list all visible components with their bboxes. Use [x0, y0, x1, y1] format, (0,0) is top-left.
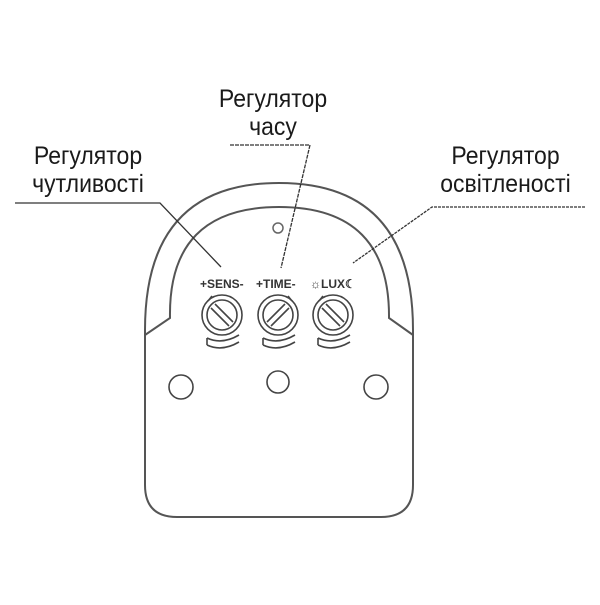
- time-callout-line2: часу: [249, 113, 297, 141]
- led-indicator-icon: [272, 222, 284, 234]
- lid-arc: [144, 205, 414, 336]
- time-callout-line1: Регулятор: [218, 85, 328, 113]
- lux-callout-line1: Регулятор: [451, 142, 560, 170]
- lux-callout-line2: освітленості: [440, 170, 571, 198]
- left-mount-hole-icon: [168, 374, 194, 400]
- center-hole-icon: [266, 370, 290, 394]
- leader-line-lux: [352, 206, 585, 264]
- sensitivity-knob[interactable]: [201, 294, 243, 349]
- sensitivity-callout: Регулятор чутливості: [14, 142, 161, 198]
- lux-knob[interactable]: [312, 294, 354, 349]
- time-marking: +TIME-: [256, 277, 296, 291]
- sens-marking: +SENS-: [200, 277, 244, 291]
- time-knob[interactable]: [257, 294, 299, 349]
- lux-marking: ☼LUX☾: [310, 277, 356, 291]
- sensitivity-callout-line1: Регулятор: [33, 142, 143, 170]
- sensitivity-callout-line2: чутливості: [32, 170, 144, 198]
- leader-line-time: [230, 144, 311, 269]
- right-mount-hole-icon: [363, 374, 389, 400]
- time-callout: Регулятор часу: [195, 85, 351, 141]
- leader-line-sensitivity: [15, 202, 222, 268]
- device-body-outline: [144, 181, 414, 518]
- lux-callout: Регулятор освітленості: [425, 142, 586, 198]
